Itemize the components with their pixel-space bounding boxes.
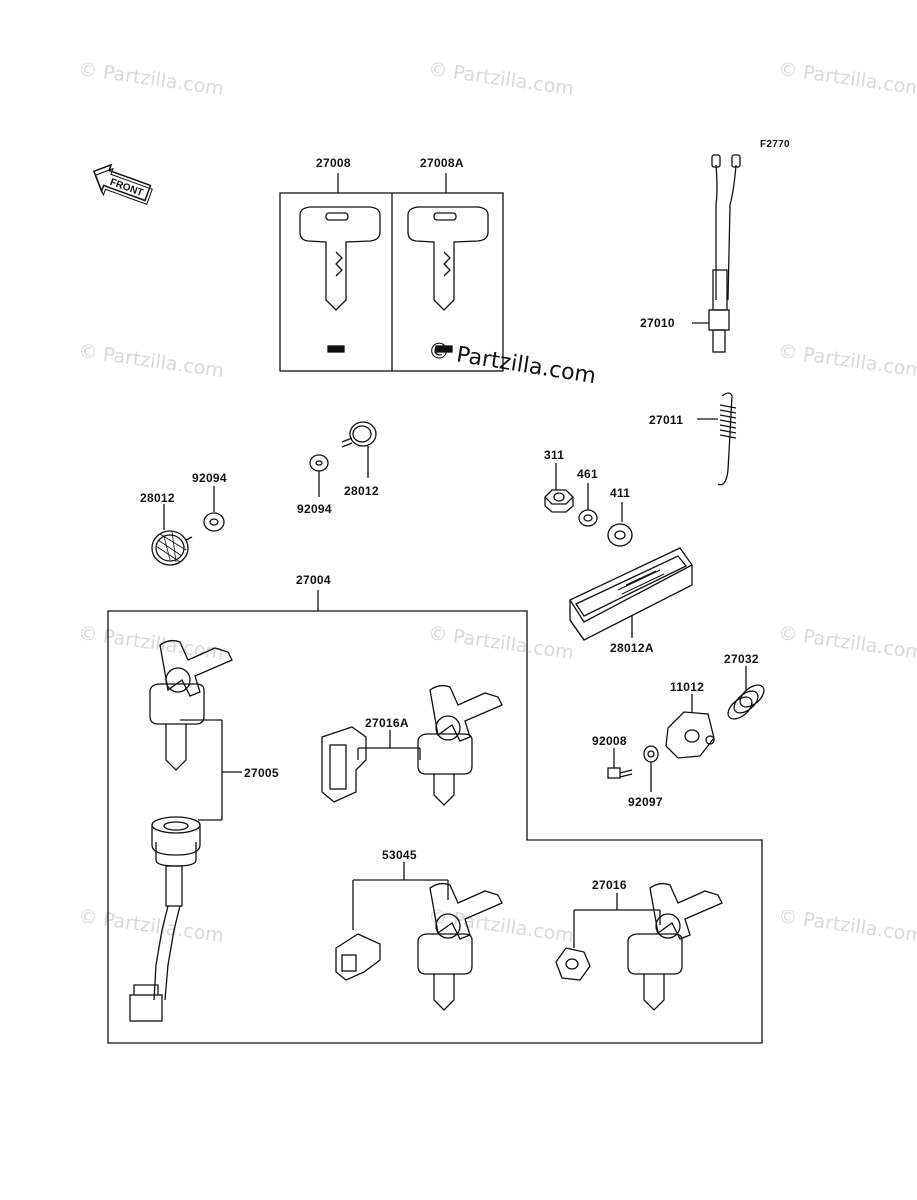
part-label-27032[interactable]: 27032 <box>724 652 759 666</box>
part-label-461[interactable]: 461 <box>577 467 598 481</box>
part-label-411[interactable]: 411 <box>610 486 631 500</box>
front-arrow-icon: FRONT <box>92 163 153 205</box>
part-label-27016[interactable]: 27016 <box>592 878 627 892</box>
part-label-28012-left[interactable]: 28012 <box>140 491 175 505</box>
switch-27010 <box>692 154 741 353</box>
part-label-53045[interactable]: 53045 <box>382 848 417 862</box>
part-label-92097[interactable]: 92097 <box>628 795 663 809</box>
washer-411 <box>607 502 633 547</box>
part-label-92094-mid[interactable]: 92094 <box>297 502 332 516</box>
part-label-27016A[interactable]: 27016A <box>365 716 409 730</box>
reflector-28012-left <box>151 504 193 566</box>
reflector-28012A <box>569 547 693 641</box>
key-27008-group <box>279 173 504 372</box>
washer-92097 <box>643 745 659 792</box>
part-label-28012A[interactable]: 28012A <box>610 641 654 655</box>
part-label-11012[interactable]: 11012 <box>670 680 705 694</box>
part-label-92008[interactable]: 92008 <box>592 734 627 748</box>
kit-27004-outline <box>107 590 763 1044</box>
washer-92094-mid <box>309 454 329 497</box>
part-label-27004[interactable]: 27004 <box>296 573 331 587</box>
lever-11012 <box>665 694 715 759</box>
diagram-code: F2770 <box>760 139 790 150</box>
part-label-27010[interactable]: 27010 <box>640 316 675 330</box>
spring-27032 <box>727 666 765 720</box>
ignition-switch-27005 <box>129 639 242 1022</box>
part-label-27011[interactable]: 27011 <box>649 413 684 427</box>
key-set-27016 <box>555 882 723 1011</box>
part-label-27005[interactable]: 27005 <box>244 766 279 780</box>
spring-27011 <box>697 392 737 486</box>
lock-washer-461 <box>578 483 598 527</box>
bolt-92008 <box>607 748 633 779</box>
key-set-27016A <box>321 684 503 806</box>
part-label-92094-left[interactable]: 92094 <box>192 471 227 485</box>
part-label-27008A[interactable]: 27008A <box>420 156 464 170</box>
key-set-53045 <box>335 862 503 1011</box>
part-label-28012-mid[interactable]: 28012 <box>344 484 379 498</box>
bolt-28012-mid <box>341 421 377 478</box>
part-label-27008[interactable]: 27008 <box>316 156 351 170</box>
nut-311 <box>544 463 574 513</box>
washer-92094-left <box>203 486 225 532</box>
part-label-311[interactable]: 311 <box>544 448 565 462</box>
